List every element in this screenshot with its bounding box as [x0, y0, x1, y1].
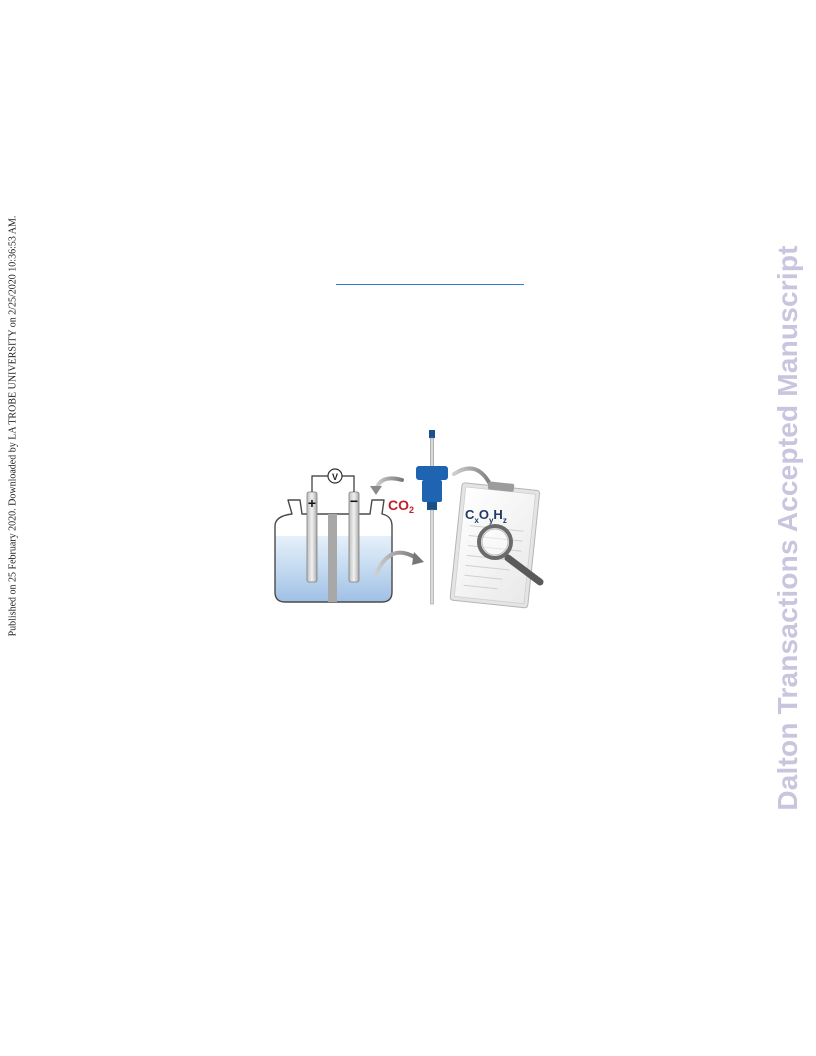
product-formula: CxOyHz	[465, 507, 507, 525]
magnifier-icon	[477, 524, 544, 586]
clipboard-icon	[449, 481, 541, 609]
arrow-icon	[374, 550, 424, 576]
electrochemical-cell-icon: V + −	[274, 468, 393, 603]
cathode-sign: −	[350, 493, 358, 509]
voltmeter-icon	[327, 468, 343, 484]
syringe-icon	[416, 430, 448, 605]
co2-label: CO2	[388, 497, 414, 515]
anode-sign: +	[308, 495, 316, 511]
graphical-abstract-figure: V + − CO2	[266, 424, 550, 612]
side-note: Published on 25 February 2020. Downloade…	[7, 215, 19, 637]
link-rule	[336, 284, 524, 285]
arrow-icon	[370, 476, 404, 495]
watermark: Dalton Transactions Accepted Manuscript	[772, 245, 803, 811]
voltmeter-label: V	[332, 472, 338, 482]
